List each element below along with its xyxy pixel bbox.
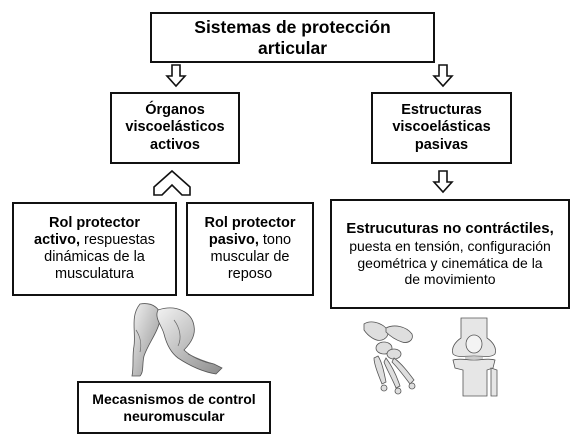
estructuras-box: Estructuras viscoelásticas pasivas — [371, 92, 512, 164]
rol-pasivo-keyword: pasivo, — [208, 231, 259, 248]
hand-bones-icon — [363, 321, 416, 395]
no-contractiles-line-2: puesta en tensión, configuración — [349, 238, 551, 255]
organos-box: Órganos viscoelásticos activos — [110, 92, 240, 164]
title-box: Sistemas de protección articular — [150, 12, 435, 63]
no-contractiles-line-1: Estrucuturas no contráctiles, — [346, 220, 554, 238]
no-contractiles-line-4: de movimiento — [404, 271, 496, 288]
rol-activo-line-2: activo, respuestas — [34, 232, 155, 249]
knee-joint-icon — [452, 317, 498, 397]
rol-activo-line-4: musculatura — [55, 266, 134, 283]
rol-activo-line-2-rest: respuestas — [79, 231, 155, 248]
rol-pasivo-line-4: reposo — [227, 266, 273, 283]
down-arrow-estructuras — [432, 170, 454, 194]
estructuras-line-3: pasivas — [414, 136, 469, 153]
mecanismos-line-1: Mecasnismos de control — [92, 390, 256, 407]
no-contractiles-box: Estrucuturas no contráctiles, puesta en … — [330, 199, 570, 309]
estructuras-line-1: Estructuras — [401, 102, 482, 119]
organos-line-2: viscoelásticos — [125, 119, 225, 136]
rol-activo-line-3: dinámicas de la — [44, 249, 145, 265]
rol-pasivo-line-2: pasivo, tono — [209, 232, 291, 249]
no-contractiles-line-3: geométrica y cinemática de la — [357, 254, 543, 271]
down-arrow-left — [165, 64, 187, 88]
rol-pasivo-line-1: Rol protector — [204, 214, 296, 231]
rol-pasivo-line-2-rest: tono — [258, 231, 292, 248]
rol-activo-line-1: Rol protector — [48, 214, 141, 231]
organos-line-3: activos — [150, 136, 200, 153]
rol-activo-box: Rol protector activo, respuestas dinámic… — [12, 202, 177, 296]
rol-activo-keyword: activo, — [34, 231, 80, 248]
down-arrow-right — [432, 64, 454, 88]
estructuras-line-2: viscoelásticas — [392, 119, 491, 136]
rol-pasivo-line-3: muscular de — [210, 249, 290, 265]
title-line-1: Sistemas de protección — [194, 16, 391, 37]
leg-muscles-icon — [131, 303, 223, 377]
mecanismos-line-2: neuromuscular — [123, 407, 225, 424]
split-arrow — [153, 169, 191, 196]
organos-line-1: Órganos — [145, 102, 205, 119]
rol-pasivo-box: Rol protector pasivo, tono muscular de r… — [186, 202, 314, 296]
mecanismos-box: Mecasnismos de control neuromuscular — [77, 381, 271, 434]
title-line-2: articular — [257, 37, 328, 58]
